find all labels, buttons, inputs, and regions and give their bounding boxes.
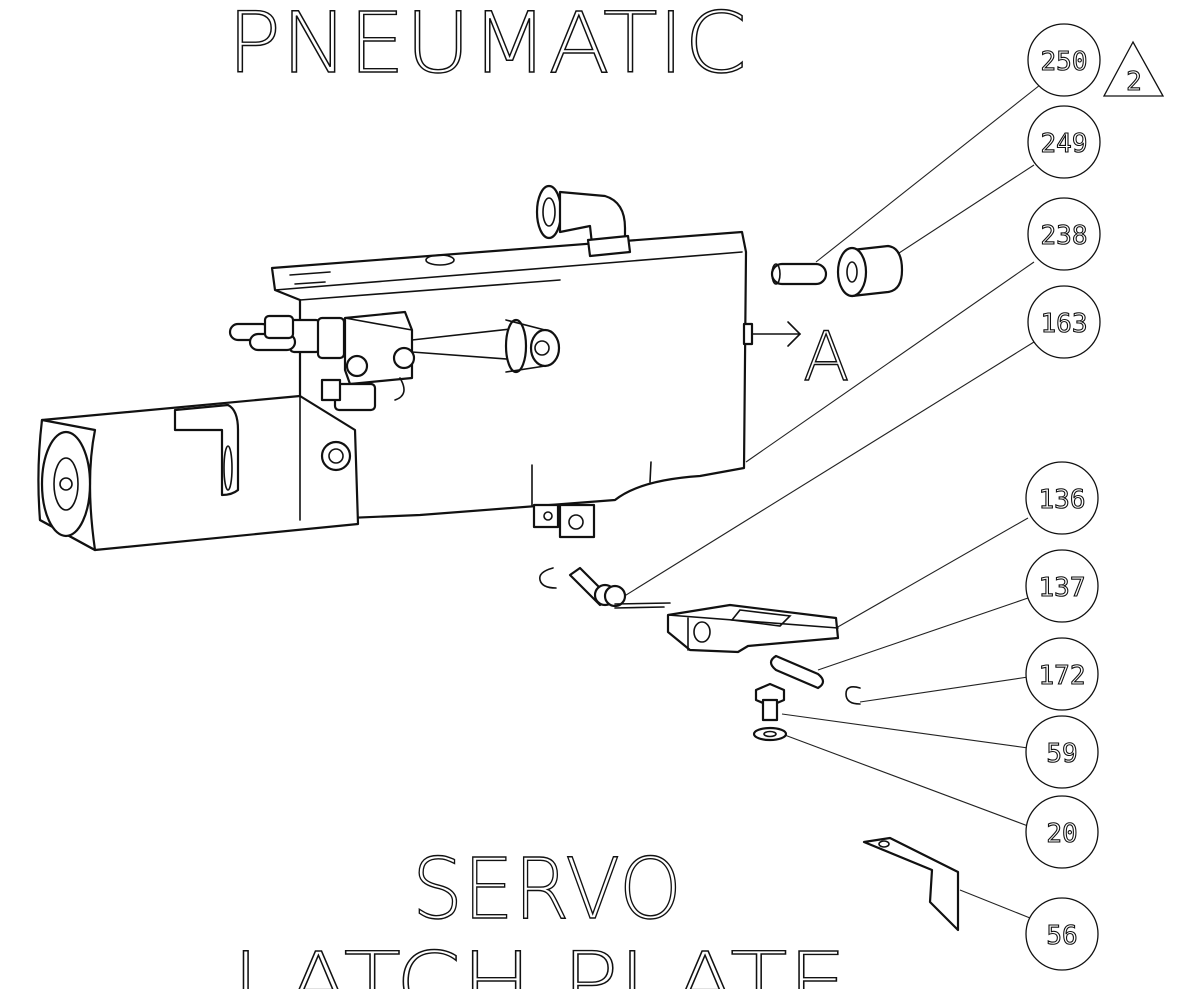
clip-172 <box>845 686 861 705</box>
svg-text:249: 249 <box>1041 129 1088 159</box>
svg-text:250: 250 <box>1041 47 1088 77</box>
pin-137 <box>769 654 825 690</box>
washer-20 <box>752 726 788 742</box>
balloon-56: 56 <box>1025 897 1099 971</box>
elbow-fitting <box>535 184 632 258</box>
svg-text:56: 56 <box>1046 921 1077 951</box>
valve-block <box>228 310 521 412</box>
balloon-250: 250 <box>1027 23 1101 97</box>
pin-250 <box>770 262 828 286</box>
balloon-20: 20 <box>1025 795 1099 869</box>
leader-lines <box>617 84 1041 919</box>
revision-marker: 2 <box>1126 67 1142 97</box>
balloon-238: 238 <box>1027 197 1101 271</box>
revision-triangle: 2 <box>1102 40 1165 98</box>
rod-end <box>504 318 561 374</box>
balloon-59: 59 <box>1025 715 1099 789</box>
bracket-56 <box>862 836 960 932</box>
svg-text:136: 136 <box>1039 485 1086 515</box>
balloon-137: 137 <box>1025 549 1099 623</box>
title-latch-plate: LATCH PLATE <box>232 934 847 989</box>
balloon-249: 249 <box>1027 105 1101 179</box>
direction-label-a: A <box>803 318 850 397</box>
svg-text:172: 172 <box>1039 661 1086 691</box>
svg-text:59: 59 <box>1046 739 1077 769</box>
svg-text:163: 163 <box>1041 309 1088 339</box>
balloon-136: 136 <box>1025 461 1099 535</box>
latch-plate-136 <box>666 603 840 654</box>
title-servo: SERVO <box>412 840 682 938</box>
svg-text:137: 137 <box>1039 573 1086 603</box>
svg-text:20: 20 <box>1046 819 1077 849</box>
servo-cylinder <box>37 394 360 552</box>
balloon-172: 172 <box>1025 637 1099 711</box>
svg-text:238: 238 <box>1041 221 1088 251</box>
bolt-59 <box>754 682 786 722</box>
balloon-163: 163 <box>1027 285 1101 359</box>
bushing-249 <box>836 244 904 298</box>
pneumatic-body <box>270 230 802 539</box>
spring-163 <box>538 566 671 609</box>
title-pneumatic: PNEUMATIC <box>227 0 747 92</box>
